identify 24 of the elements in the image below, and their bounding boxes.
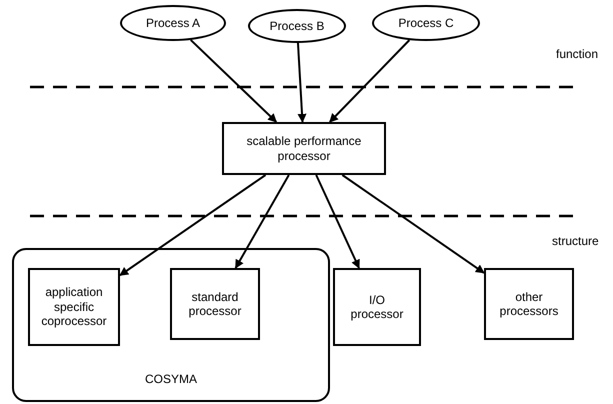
- processor-box: [333, 268, 421, 346]
- processor-box: [222, 122, 386, 175]
- arrow: [342, 174, 485, 274]
- level-label: structure: [552, 234, 599, 248]
- group-frame: [12, 248, 330, 402]
- processor-box: [28, 268, 120, 346]
- processor-box: [484, 268, 574, 340]
- node-label: application specific coprocessor: [40, 285, 108, 329]
- arrow: [234, 174, 290, 269]
- arrow: [315, 174, 360, 269]
- level-label: function: [556, 47, 598, 61]
- node-label: Process A: [146, 16, 200, 30]
- arrow: [119, 174, 266, 276]
- arrow: [329, 39, 410, 123]
- node-label: Process C: [398, 16, 454, 30]
- node-label: I/O processor: [350, 292, 404, 322]
- processor-box: [170, 268, 260, 340]
- node-label: other processors: [498, 290, 560, 318]
- arrow: [190, 39, 278, 123]
- group-label: COSYMA: [144, 372, 197, 386]
- node-label: scalable performance processor: [246, 134, 362, 163]
- arrow: [296, 42, 307, 123]
- node-label: standard processor: [188, 290, 242, 318]
- node-label: Process B: [270, 18, 324, 34]
